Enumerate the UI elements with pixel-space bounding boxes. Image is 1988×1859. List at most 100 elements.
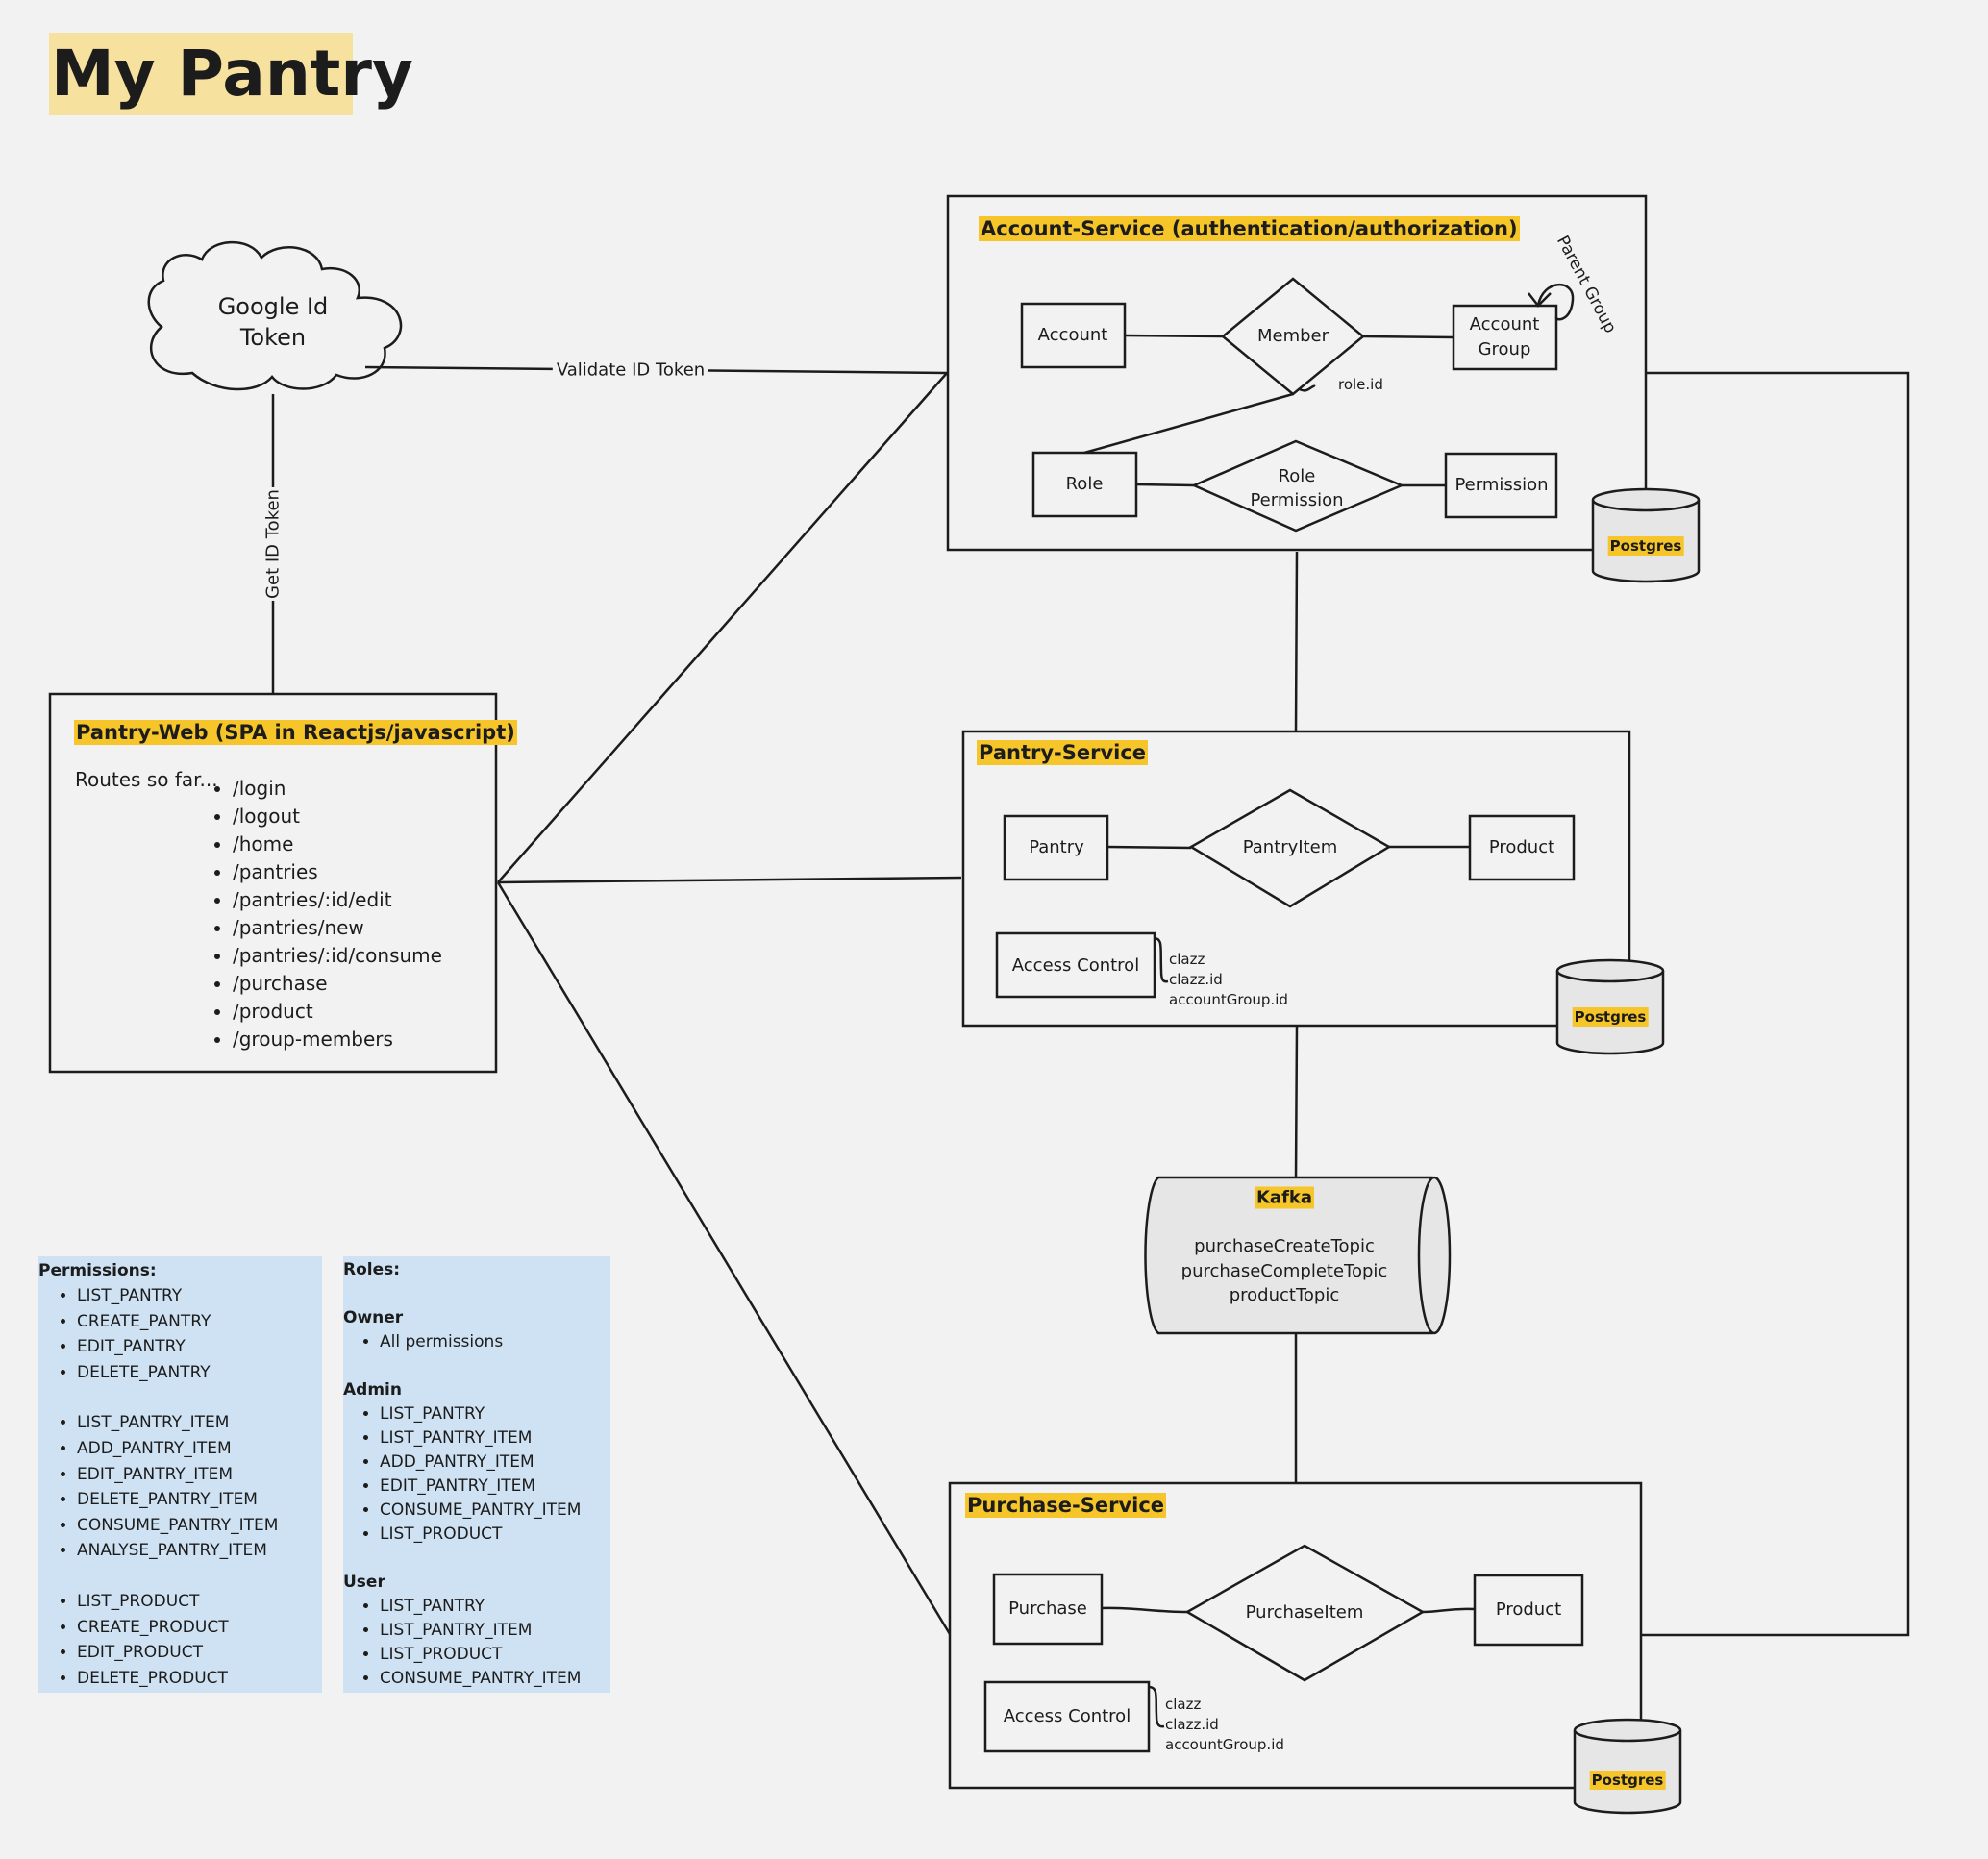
edge-web-pantry — [497, 876, 962, 884]
permission-label: Permission — [1454, 475, 1549, 495]
permissions-gap — [38, 1385, 322, 1410]
role-name: Owner — [343, 1308, 404, 1327]
purchase-label: Purchase — [1008, 1599, 1087, 1619]
role-permission-item: CONSUME_PANTRY_ITEM — [380, 1499, 610, 1523]
permission-item: LIST_PANTRY_ITEM — [77, 1410, 322, 1436]
account-service-box — [946, 194, 1648, 552]
purchase-service-title: Purchase-Service — [965, 1493, 1167, 1518]
purchase-access-control-box — [983, 1680, 1151, 1753]
role-label: Role — [1065, 474, 1104, 494]
role-permission-item: LIST_PRODUCT — [380, 1643, 610, 1667]
edge-web-account — [497, 372, 948, 883]
route-item: /login — [233, 775, 442, 803]
permissions-title: Permissions: — [38, 1261, 157, 1280]
permissions-group-list: LIST_PRODUCTCREATE_PRODUCTEDIT_PRODUCTDE… — [38, 1589, 322, 1691]
account-db-label: Postgres — [1607, 536, 1684, 556]
route-item: /pantries — [233, 858, 442, 886]
route-item: /group-members — [233, 1026, 442, 1053]
role-permission-item: CONSUME_PANTRY_ITEM — [380, 1667, 610, 1691]
pantry-service-title: Pantry-Service — [977, 740, 1149, 765]
permissions-gap — [38, 1564, 322, 1589]
roles-gap — [343, 1354, 610, 1378]
permission-item: ADD_PANTRY_ITEM — [77, 1436, 322, 1462]
permission-item: DELETE_PANTRY_ITEM — [77, 1487, 322, 1513]
roles-gap — [343, 1282, 610, 1306]
route-item: /home — [233, 830, 442, 858]
roles-title: Roles: — [343, 1260, 401, 1279]
account-label: Account — [1037, 325, 1108, 345]
account-group-label: Account Group — [1470, 312, 1540, 362]
google-token-line-2: Token — [239, 324, 307, 351]
access-control-field: accountGroup.id — [1165, 1736, 1284, 1753]
purchase-entity-box — [992, 1573, 1104, 1646]
role-name: User — [343, 1573, 385, 1592]
permission-item: LIST_PRODUCT — [77, 1589, 322, 1615]
roles-note: Roles: OwnerAll permissionsAdminLIST_PAN… — [343, 1256, 610, 1693]
parent-group-arrowhead — [1528, 292, 1552, 308]
role-permission-item: EDIT_PANTRY_ITEM — [380, 1475, 610, 1499]
route-item: /logout — [233, 803, 442, 830]
role-permission-list: LIST_PANTRYLIST_PANTRY_ITEMADD_PANTRY_IT… — [343, 1402, 610, 1547]
role-name: Admin — [343, 1380, 402, 1400]
role-permission-item: LIST_PANTRY_ITEM — [380, 1426, 610, 1450]
role-id-label: role.id — [1338, 376, 1383, 393]
permissions-groups: LIST_PANTRYCREATE_PANTRYEDIT_PANTRYDELET… — [38, 1283, 322, 1691]
permission-item: CONSUME_PANTRY_ITEM — [77, 1513, 322, 1539]
permission-item: EDIT_PANTRY_ITEM — [77, 1462, 322, 1488]
page-title: My Pantry — [49, 33, 413, 115]
purchase-product-label: Product — [1495, 1599, 1562, 1620]
role-permission-item: All permissions — [380, 1330, 610, 1354]
purchase-service-box — [948, 1481, 1643, 1790]
pantry-service-box — [961, 730, 1631, 1028]
pantry-item-relationship — [1188, 788, 1392, 908]
pantry-label: Pantry — [1029, 837, 1084, 857]
kafka-topic: productTopic — [1229, 1285, 1340, 1305]
routes-label: Routes so far... — [75, 768, 218, 791]
kafka-title: Kafka — [1254, 1186, 1315, 1209]
role-permission-relationship — [1190, 439, 1405, 533]
permission-item: CREATE_PRODUCT — [77, 1615, 322, 1641]
account-group-line-1: Account — [1469, 314, 1540, 335]
purchase-item-label: PurchaseItem — [1245, 1602, 1364, 1623]
role-permission-label: Role Permission — [1250, 464, 1343, 512]
roles-groups: OwnerAll permissionsAdminLIST_PANTRYLIST… — [343, 1282, 610, 1691]
account-group-line-2: Group — [1478, 339, 1531, 359]
permissions-group-list: LIST_PANTRY_ITEMADD_PANTRY_ITEMEDIT_PANT… — [38, 1410, 322, 1564]
pantry-access-control-fields: clazz clazz.id accountGroup.id — [1169, 950, 1288, 1010]
route-item: /pantries/new — [233, 914, 442, 942]
validate-token-label: Validate ID Token — [552, 359, 709, 381]
access-control-field: clazz — [1165, 1696, 1202, 1713]
access-control-field: clazz.id — [1169, 971, 1223, 988]
permissions-group-list: LIST_PANTRYCREATE_PANTRYEDIT_PANTRYDELET… — [38, 1283, 322, 1385]
role-permission-item: ADD_PANTRY_ITEM — [380, 1450, 610, 1475]
kafka-topics: purchaseCreateTopic purchaseCompleteTopic… — [1181, 1234, 1388, 1308]
permissions-note: Permissions: LIST_PANTRYCREATE_PANTRYEDI… — [38, 1256, 322, 1693]
purchase-db-label: Postgres — [1589, 1771, 1666, 1790]
kafka-topic: purchaseCompleteTopic — [1180, 1260, 1388, 1281]
member-label: Member — [1256, 326, 1329, 346]
role-permission-line-2: Permission — [1250, 490, 1344, 510]
role-permission-item: LIST_PANTRY — [380, 1402, 610, 1426]
get-token-label: Get ID Token — [259, 487, 287, 601]
access-control-field: accountGroup.id — [1169, 991, 1288, 1008]
role-permission-line-1: Role — [1278, 466, 1316, 486]
permission-item: EDIT_PANTRY — [77, 1334, 322, 1360]
route-item: /pantries/:id/consume — [233, 942, 442, 970]
pantry-access-control-box — [995, 931, 1156, 999]
edge-web-purchase — [496, 881, 952, 1635]
access-control-field: clazz — [1169, 951, 1205, 968]
permission-item: DELETE_PANTRY — [77, 1360, 322, 1386]
permission-item: LIST_PANTRY — [77, 1283, 322, 1309]
role-permission-item: LIST_PANTRY_ITEM — [380, 1619, 610, 1643]
account-service-title: Account-Service (authentication/authoriz… — [979, 216, 1520, 241]
route-item: /purchase — [233, 970, 442, 998]
pantry-web-title: Pantry-Web (SPA in Reactjs/javascript) — [74, 720, 517, 745]
routes-list: /login/logout/home/pantries/pantries/:id… — [208, 775, 442, 1053]
kafka-topic: purchaseCreateTopic — [1194, 1236, 1375, 1256]
google-token-line-1: Google Id — [217, 293, 329, 320]
pantry-access-control-label: Access Control — [1011, 955, 1140, 976]
edge-account-pantry — [1294, 551, 1299, 731]
